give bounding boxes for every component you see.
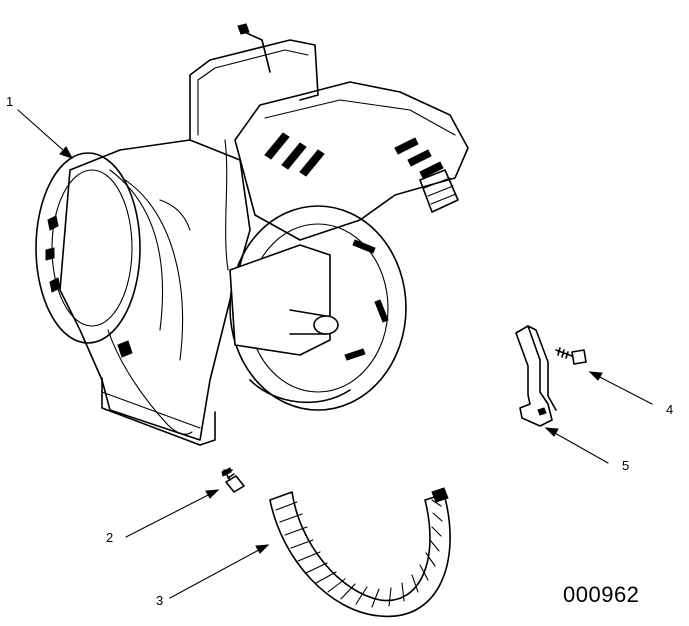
screw-part [221, 467, 245, 493]
leader-line-2 [125, 489, 219, 538]
callout-5: 5 [622, 458, 630, 473]
flywheel-guard-band-part [269, 487, 451, 618]
bracket-part [515, 325, 557, 427]
leader-arrowhead-4 [588, 371, 603, 381]
leader-line-3 [169, 544, 269, 599]
leader-arrowhead-1 [59, 146, 74, 159]
leader-arrowhead-2 [205, 489, 220, 499]
leader-line-4 [589, 371, 653, 405]
leader-arrowhead-3 [255, 544, 270, 554]
leader-arrowhead-5 [544, 427, 559, 437]
callout-1: 1 [6, 94, 14, 109]
engine-assembly [35, 23, 469, 446]
figure-id: 000962 [563, 582, 640, 607]
callout-4: 4 [666, 402, 674, 417]
callout-3: 3 [156, 593, 164, 608]
bolt-part [555, 347, 587, 365]
callout-2: 2 [106, 530, 114, 545]
leader-line-5 [545, 427, 609, 464]
